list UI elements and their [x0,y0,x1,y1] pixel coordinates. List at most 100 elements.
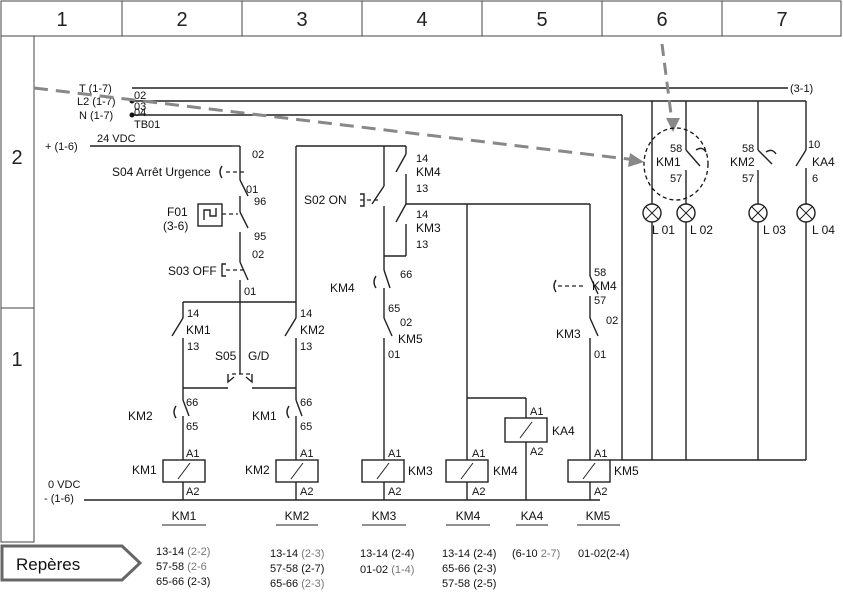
svg-text:01: 01 [594,349,606,361]
column-7: 7 [776,9,787,31]
svg-text:A1: A1 [300,448,313,460]
zero-vdc-label: 0 VDC [48,479,80,491]
svg-text:A1: A1 [472,448,485,460]
ref-3-1: (3-1) [790,83,813,95]
reperes-tag: Repères [0,544,143,582]
km1-branch: 14 13 KM1 66 65 KM2 [128,302,235,460]
svg-text:14: 14 [187,308,199,320]
km3-nc-label: KM3 [556,327,581,341]
km1-interlock-label: KM1 [252,409,277,423]
svg-text:A2: A2 [388,486,401,498]
svg-text:65-66 (2-3): 65-66 (2-3) [156,576,210,588]
km4-to-label: KM4 [592,279,617,293]
lamp-l03: L 03 [748,203,786,237]
reperes-label: Repères [16,555,80,574]
svg-text:01-02 (1-4): 01-02 (1-4) [360,564,414,576]
column-numbers: 1 2 3 4 5 6 7 [56,9,787,31]
svg-text:57-58 (2-6: 57-58 (2-6 [156,561,207,573]
svg-text:57-58 (2-5): 57-58 (2-5) [442,578,496,590]
svg-text:A2: A2 [594,486,607,498]
svg-text:02: 02 [252,149,264,161]
plus-ref: + (1-6) [45,141,78,153]
svg-text:L 02: L 02 [690,223,713,237]
km3-no-label: KM3 [416,221,441,235]
km2-lamp-label: KM2 [730,155,755,169]
svg-text:01: 01 [246,184,258,196]
grey-arrows [33,43,680,167]
km4-ka4-branch [466,204,527,500]
s04-emergency-stop: 02 01 S04 Arrêt Urgence [112,145,264,197]
s03-off-button: 02 01 S03 OFF [168,249,264,298]
svg-text:A1: A1 [530,406,543,418]
column-5: 5 [536,9,547,31]
coil-km4-label: KM4 [493,464,518,478]
km4-nc-label: KM4 [330,281,355,295]
reperes-table: KM1 KM2 KM3 KM4 KA4 KM5 13-14 (2-2) 57-5… [156,509,629,590]
s05-label: S05 [215,349,237,363]
svg-text:L 04: L 04 [812,223,835,237]
svg-text:01-02(2-4): 01-02(2-4) [578,548,629,560]
km2-interlock-label: KM2 [128,409,153,423]
rep-km1: KM1 [172,509,197,523]
svg-text:A2: A2 [300,486,313,498]
svg-text:02: 02 [252,249,264,261]
svg-text:96: 96 [254,196,266,208]
rep-km4: KM4 [456,509,481,523]
row-1: 1 [11,349,22,371]
svg-text:65-66 (2-3): 65-66 (2-3) [270,578,324,590]
svg-text:13-14 (2-4): 13-14 (2-4) [442,548,496,560]
terminal-04: 04 [134,107,146,119]
svg-text:58: 58 [742,143,754,155]
svg-text:57: 57 [670,173,682,185]
km2-aux-label: KM2 [300,323,325,337]
vdc24-label: 24 VDC [97,133,136,145]
column-6: 6 [656,9,667,31]
svg-text:95: 95 [254,231,266,243]
phase-l2-label: L2 (1-7) [77,96,116,108]
svg-text:66: 66 [400,269,412,281]
svg-text:58: 58 [594,267,606,279]
s05-selector: S05 G/D [215,302,296,389]
svg-text:65-66 (2-3): 65-66 (2-3) [442,563,496,575]
f01-label: F01 [167,205,188,219]
km5-nc-label: KM5 [398,332,423,346]
terminal-03: 03 [134,101,146,113]
rep-ka4: KA4 [521,509,544,523]
terminal-02: 02 [134,90,146,102]
svg-text:58: 58 [670,143,682,155]
svg-text:13-14 (2-4): 13-14 (2-4) [360,548,414,560]
lamp-l01: L 01 [642,203,675,237]
svg-text:L 03: L 03 [763,223,786,237]
s05-pos-label: G/D [248,349,270,363]
svg-text:14: 14 [300,308,312,320]
svg-text:14: 14 [416,209,428,221]
column-2: 2 [176,9,187,31]
rep-km3: KM3 [372,509,397,523]
svg-text:65: 65 [186,421,198,433]
f01-thermal-relay: 96 95 F01 (3-6) [163,196,266,243]
s03-label: S03 OFF [168,264,217,278]
coil-km2-label: KM2 [245,463,270,477]
svg-text:65: 65 [300,421,312,433]
svg-text:57: 57 [742,173,754,185]
svg-text:66: 66 [300,397,312,409]
svg-text:13-14 (2-2): 13-14 (2-2) [156,546,210,558]
km2-branch: 14 13 KM2 66 65 KM1 [252,302,325,460]
svg-text:13-14 (2-3): 13-14 (2-3) [270,548,324,560]
svg-text:A1: A1 [388,448,401,460]
km1-lamp-label: KM1 [656,155,681,169]
coil-km3-label: KM3 [408,464,433,478]
svg-text:A2: A2 [186,486,199,498]
svg-text:10: 10 [808,139,820,151]
svg-text:6: 6 [812,173,818,185]
lamp-l04: L 04 [796,203,835,237]
control-supply: + (1-6) 24 VDC [45,133,406,303]
svg-text:(6-10 2-7): (6-10 2-7) [512,548,560,560]
km5-branch: 58 KM4 57 02 KM3 01 [553,204,618,460]
svg-text:A2: A2 [530,446,543,458]
row-2: 2 [11,147,22,169]
minus-ref: - (1-6) [44,493,74,505]
coil-km1-label: KM1 [132,463,157,477]
svg-text:57: 57 [594,295,606,307]
column-3: 3 [296,9,307,31]
